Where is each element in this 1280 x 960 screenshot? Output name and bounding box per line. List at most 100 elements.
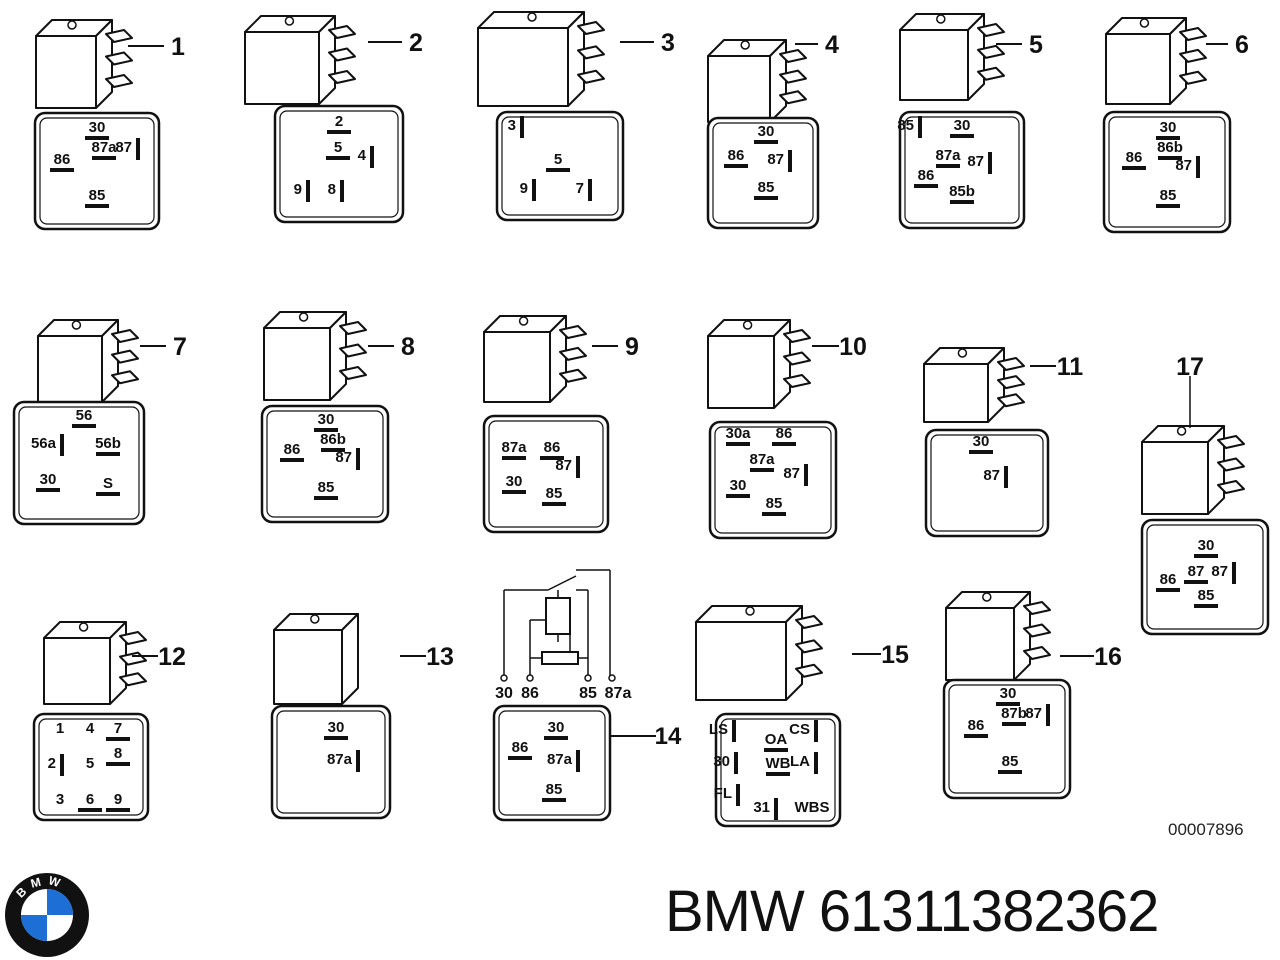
mounting-tab <box>745 606 755 616</box>
pin-face-inner <box>948 684 1066 794</box>
logo-quadrant <box>47 889 73 915</box>
connector-blade <box>577 69 605 84</box>
pin-label: 87 <box>983 467 1000 484</box>
mounting-tab <box>78 622 89 632</box>
pin-label: 86 <box>54 151 71 168</box>
pin-label: 86 <box>284 441 301 458</box>
pin-label: 30 <box>1198 537 1215 554</box>
mounting-tab <box>527 12 537 22</box>
pin-bar <box>750 468 774 472</box>
pin-label: 8 <box>328 181 336 198</box>
relay-housing-side <box>1013 591 1031 681</box>
pin-face-outer <box>482 414 610 534</box>
relay-housing-side <box>987 347 1005 423</box>
pin-bar <box>732 720 736 742</box>
connector-blade <box>577 21 605 35</box>
mounting-tab <box>740 40 750 50</box>
pin-bar <box>508 756 532 760</box>
pin-face-inner <box>266 410 384 518</box>
pin-label: 4 <box>358 147 367 164</box>
relay-housing-side <box>549 315 567 403</box>
pin-bar <box>106 762 130 766</box>
connector-blade <box>1217 457 1245 472</box>
pin-face-inner <box>1108 116 1226 228</box>
schematic-terminal-label: 30 <box>495 685 513 702</box>
pin-label: 30 <box>40 471 57 488</box>
pin-label: 87b <box>1001 705 1027 722</box>
callout-number: 6 <box>1235 31 1249 59</box>
pin-label: 86 <box>1160 571 1177 588</box>
pin-label: 30 <box>89 119 106 136</box>
pin-label: 86b <box>320 431 346 448</box>
pin-bar <box>814 752 818 774</box>
schematic-terminal-label: 85 <box>579 685 597 702</box>
pin-label: 6 <box>86 791 94 808</box>
callout-number: 13 <box>426 643 454 671</box>
pin-label: 9 <box>520 180 528 197</box>
pin-face-outer <box>706 116 820 230</box>
relay-housing-front <box>477 27 569 107</box>
mounting-tab <box>67 20 77 30</box>
pin-label: 30 <box>1000 685 1017 702</box>
pin-bar <box>96 452 120 456</box>
pin-label: 87 <box>1175 157 1192 174</box>
connector-blade <box>783 329 811 343</box>
callout-number: 14 <box>655 723 682 750</box>
pin-bar <box>542 798 566 802</box>
pin-bar <box>1194 604 1218 608</box>
pin-bar <box>1158 156 1182 160</box>
relay-housing-side <box>341 613 359 705</box>
pin-bar <box>532 179 536 201</box>
mounting-tab <box>982 592 992 602</box>
relay-housing-side <box>769 39 787 123</box>
resistor-symbol <box>541 651 579 665</box>
pin-bar <box>36 488 60 492</box>
pin-label: 8 <box>114 745 122 762</box>
pin-bar <box>96 492 120 496</box>
pin-label: 87a <box>327 751 353 768</box>
pin-label: 87 <box>335 449 352 466</box>
relay-housing-front <box>35 35 97 109</box>
pin-face-outer <box>260 404 390 524</box>
pin-label: 85 <box>546 781 563 798</box>
pin-bar <box>502 456 526 460</box>
pin-face-outer <box>942 678 1072 800</box>
pin-face-inner <box>18 406 140 520</box>
connector-blade <box>783 374 811 388</box>
connector-blade <box>339 321 367 335</box>
pin-bar <box>340 180 344 202</box>
pin-bar <box>92 156 116 160</box>
connector-blade <box>119 631 147 645</box>
connector-blade <box>105 51 133 66</box>
pin-bar <box>540 456 564 460</box>
connector-blade <box>559 368 587 383</box>
connector-blade <box>783 351 811 366</box>
pin-bar <box>576 456 580 478</box>
pin-face-outer <box>924 428 1050 538</box>
pin-label: 30 <box>1160 119 1177 136</box>
connector-blade <box>795 663 823 678</box>
connector-blade <box>119 672 147 687</box>
pin-bar <box>754 196 778 200</box>
pin-bar <box>1156 136 1180 140</box>
bmw-logo-icon: BMW <box>5 873 89 957</box>
callout-number: 15 <box>881 641 909 669</box>
relay-housing-front <box>43 637 111 705</box>
schematic-terminal-label: 87a <box>605 685 632 702</box>
pin-label: FL <box>714 785 732 802</box>
pin-face-inner <box>38 718 144 816</box>
connector-blade <box>339 366 367 380</box>
pin-label: 85 <box>89 187 106 204</box>
connector-blade <box>328 25 356 39</box>
connector-blade <box>977 23 1005 37</box>
relay-housing-front <box>899 29 969 101</box>
pin-label: 86 <box>918 167 935 184</box>
pin-bar <box>950 134 974 138</box>
pin-bar <box>766 772 790 776</box>
relay-housing-side <box>773 319 791 409</box>
